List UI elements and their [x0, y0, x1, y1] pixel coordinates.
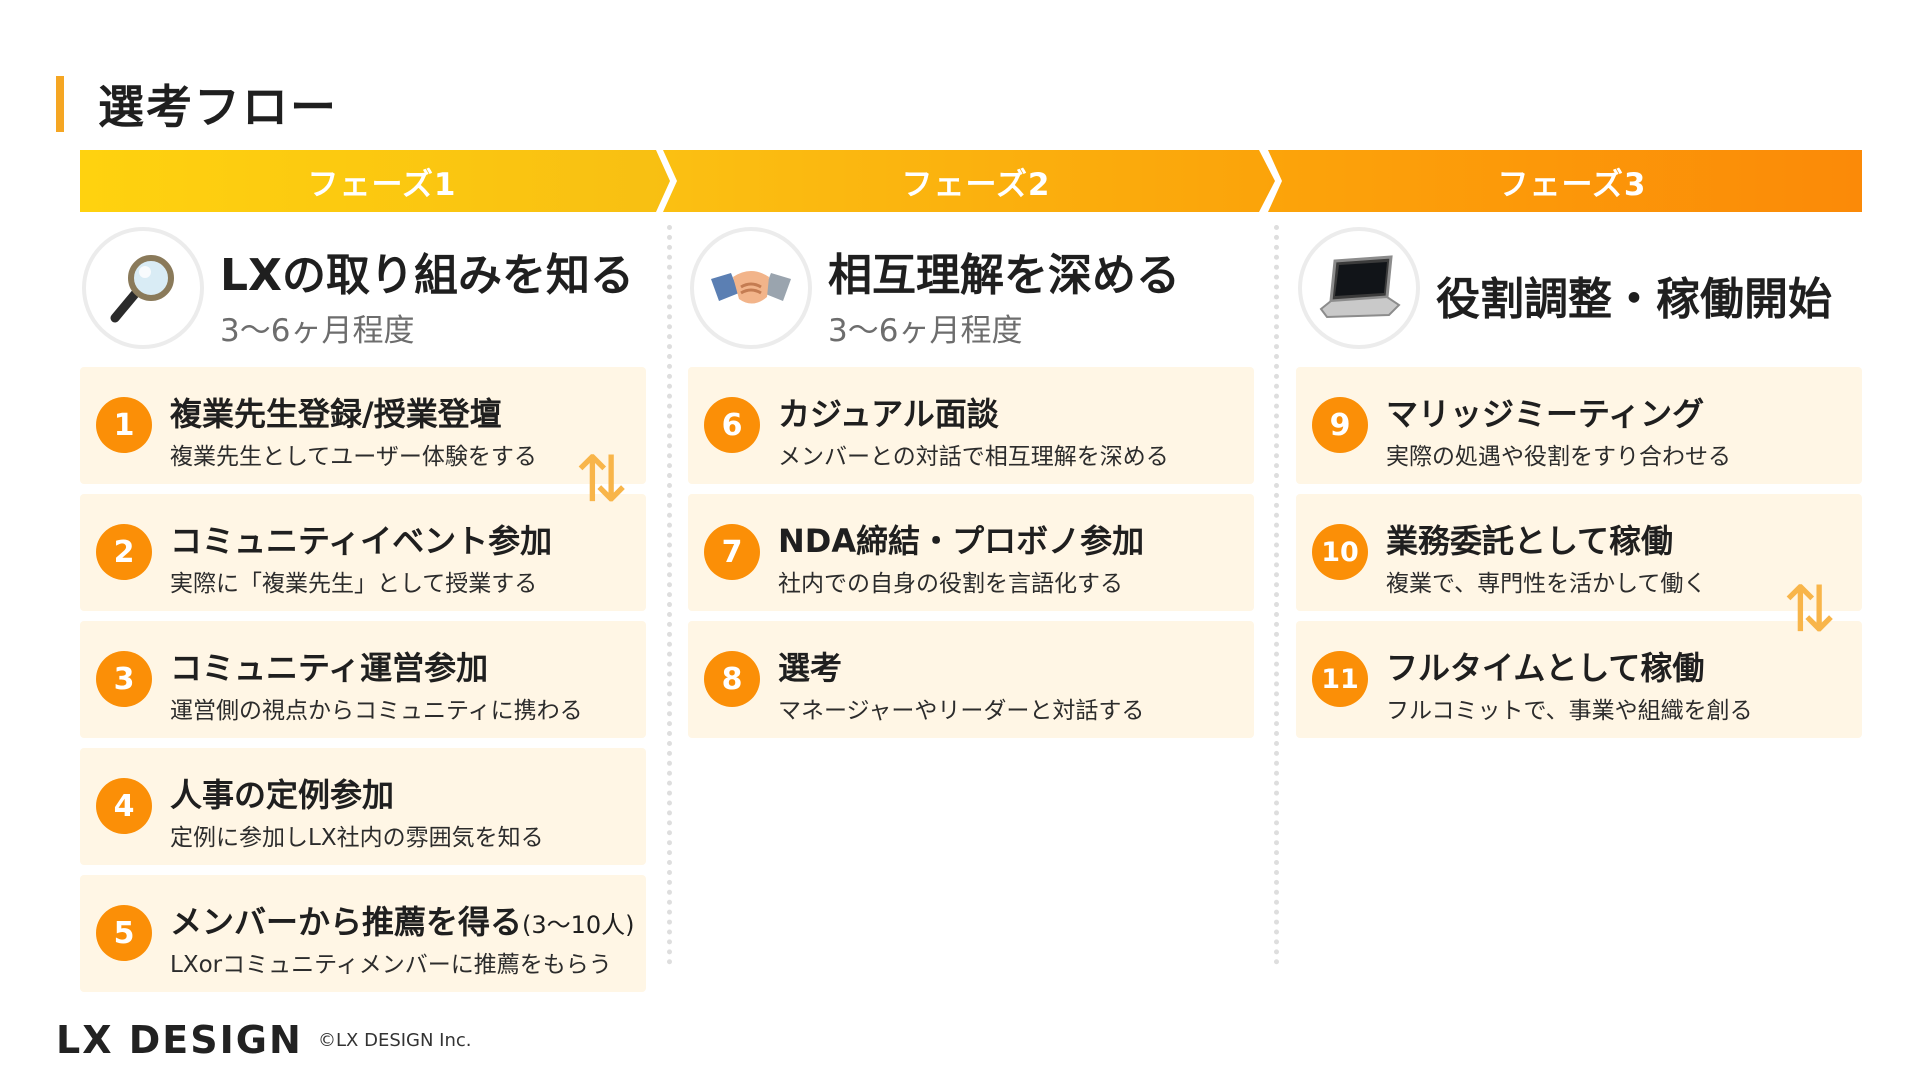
step-card: 11 フルタイムとして稼働 フルコミットで、事業や組織を創る [1296, 621, 1862, 738]
phase-banner-row: フェーズ1 フェーズ2 フェーズ3 [80, 150, 1862, 212]
step-title: 人事の定例参加 [170, 776, 395, 814]
phase-label: フェーズ1 [307, 166, 457, 203]
column-divider [667, 225, 672, 965]
step-title: カジュアル面談 [778, 395, 999, 433]
step-number-badge: 2 [96, 524, 152, 580]
step-title: NDA締結・プロボノ参加 [778, 522, 1145, 560]
column-title: 相互理解を深める [828, 250, 1180, 301]
step-card: 5 メンバーから推薦を得る(3〜10人) LXorコミュニティメンバーに推薦をも… [80, 875, 646, 992]
column-title: 役割調整・稼働開始 [1436, 274, 1832, 325]
step-title: 選考 [778, 649, 843, 687]
step-description: フルコミットで、事業や組織を創る [1386, 698, 1753, 724]
step-card: 3 コミュニティ運営参加 運営側の視点からコミュニティに携わる [80, 621, 646, 738]
step-card: 2 コミュニティイベント参加 実際に「複業先生」として授業する [80, 494, 646, 611]
step-card: 10 業務委託として稼働 複業で、専門性を活かして働く [1296, 494, 1862, 611]
step-title: コミュニティイベント参加 [170, 522, 553, 560]
phase-banner-3: フェーズ3 [1268, 150, 1862, 212]
step-title: メンバーから推薦を得る(3〜10人) [170, 897, 635, 943]
step-description: 運営側の視点からコミュニティに携わる [170, 698, 583, 724]
step-list: 6 カジュアル面談 メンバーとの対話で相互理解を深める 7 NDA締結・プロボノ… [688, 367, 1254, 738]
magnifier-icon [82, 227, 204, 349]
handshake-icon [690, 227, 812, 349]
step-title-text: メンバーから推薦を得る [170, 903, 523, 941]
step-number-badge: 5 [96, 905, 152, 961]
step-title: 複業先生登録/授業登壇 [170, 395, 502, 433]
step-title: 業務委託として稼働 [1386, 522, 1674, 560]
phase-banner-2: フェーズ2 [663, 150, 1275, 212]
step-card: 9 マリッジミーティング 実際の処遇や役割をすり合わせる [1296, 367, 1862, 484]
copyright-text: ©LX DESIGN Inc. [318, 1030, 472, 1051]
step-number-badge: 6 [704, 397, 760, 453]
step-card: 4 人事の定例参加 定例に参加しLX社内の雰囲気を知る [80, 748, 646, 865]
title-accent-bar [56, 76, 64, 132]
step-description: メンバーとの対話で相互理解を深める [778, 444, 1169, 470]
column-duration: 3〜6ヶ月程度 [828, 313, 1023, 349]
step-description: 定例に参加しLX社内の雰囲気を知る [170, 825, 544, 851]
column-duration: 3〜6ヶ月程度 [220, 313, 415, 349]
step-list: 9 マリッジミーティング 実際の処遇や役割をすり合わせる 10 業務委託として稼… [1296, 367, 1862, 738]
step-card: 8 選考 マネージャーやリーダーと対話する [688, 621, 1254, 738]
step-number-badge: 4 [96, 778, 152, 834]
laptop-icon [1298, 227, 1420, 349]
phase-column-1: LXの取り組みを知る 3〜6ヶ月程度 1 複業先生登録/授業登壇 複業先生として… [80, 225, 646, 1002]
step-description: 実際の処遇や役割をすり合わせる [1386, 444, 1731, 470]
swap-arrows-icon: ⇅ [575, 443, 628, 517]
step-number-badge: 8 [704, 651, 760, 707]
column-header: LXの取り組みを知る 3〜6ヶ月程度 [80, 225, 646, 353]
step-title: マリッジミーティング [1386, 395, 1705, 433]
step-description: 複業先生としてユーザー体験をする [170, 444, 537, 470]
step-description: マネージャーやリーダーと対話する [778, 698, 1145, 724]
phase-column-3: 役割調整・稼働開始 9 マリッジミーティング 実際の処遇や役割をすり合わせる 1… [1296, 225, 1862, 748]
step-description: 複業で、専門性を活かして働く [1386, 571, 1707, 597]
step-card: 6 カジュアル面談 メンバーとの対話で相互理解を深める [688, 367, 1254, 484]
step-card: 7 NDA締結・プロボノ参加 社内での自身の役割を言語化する [688, 494, 1254, 611]
column-header: 役割調整・稼働開始 [1296, 225, 1862, 353]
column-title: LXの取り組みを知る [220, 250, 634, 301]
step-title: コミュニティ運営参加 [170, 649, 489, 687]
step-title-suffix: (3〜10人) [522, 911, 635, 939]
step-number-badge: 10 [1312, 524, 1368, 580]
step-card: 1 複業先生登録/授業登壇 複業先生としてユーザー体験をする [80, 367, 646, 484]
swap-arrows-icon: ⇅ [1783, 573, 1836, 647]
step-number-badge: 11 [1312, 651, 1368, 707]
phase-label: フェーズ2 [901, 166, 1051, 203]
phase-banner-1: フェーズ1 [80, 150, 670, 212]
step-description: 実際に「複業先生」として授業する [170, 571, 538, 597]
step-description: LXorコミュニティメンバーに推薦をもらう [170, 952, 612, 978]
step-number-badge: 7 [704, 524, 760, 580]
step-number-badge: 1 [96, 397, 152, 453]
step-description: 社内での自身の役割を言語化する [778, 571, 1123, 597]
phase-column-2: 相互理解を深める 3〜6ヶ月程度 6 カジュアル面談 メンバーとの対話で相互理解… [688, 225, 1254, 748]
column-header: 相互理解を深める 3〜6ヶ月程度 [688, 225, 1254, 353]
step-number-badge: 9 [1312, 397, 1368, 453]
page-title: 選考フロー [98, 80, 338, 134]
step-number-badge: 3 [96, 651, 152, 707]
column-divider [1274, 225, 1279, 965]
page-header: 選考フロー [56, 76, 338, 134]
step-title: フルタイムとして稼働 [1386, 649, 1705, 687]
phase-label: フェーズ3 [1497, 166, 1647, 203]
company-logo: LX DESIGN [56, 1018, 303, 1062]
step-list: 1 複業先生登録/授業登壇 複業先生としてユーザー体験をする 2 コミュニティイ… [80, 367, 646, 992]
